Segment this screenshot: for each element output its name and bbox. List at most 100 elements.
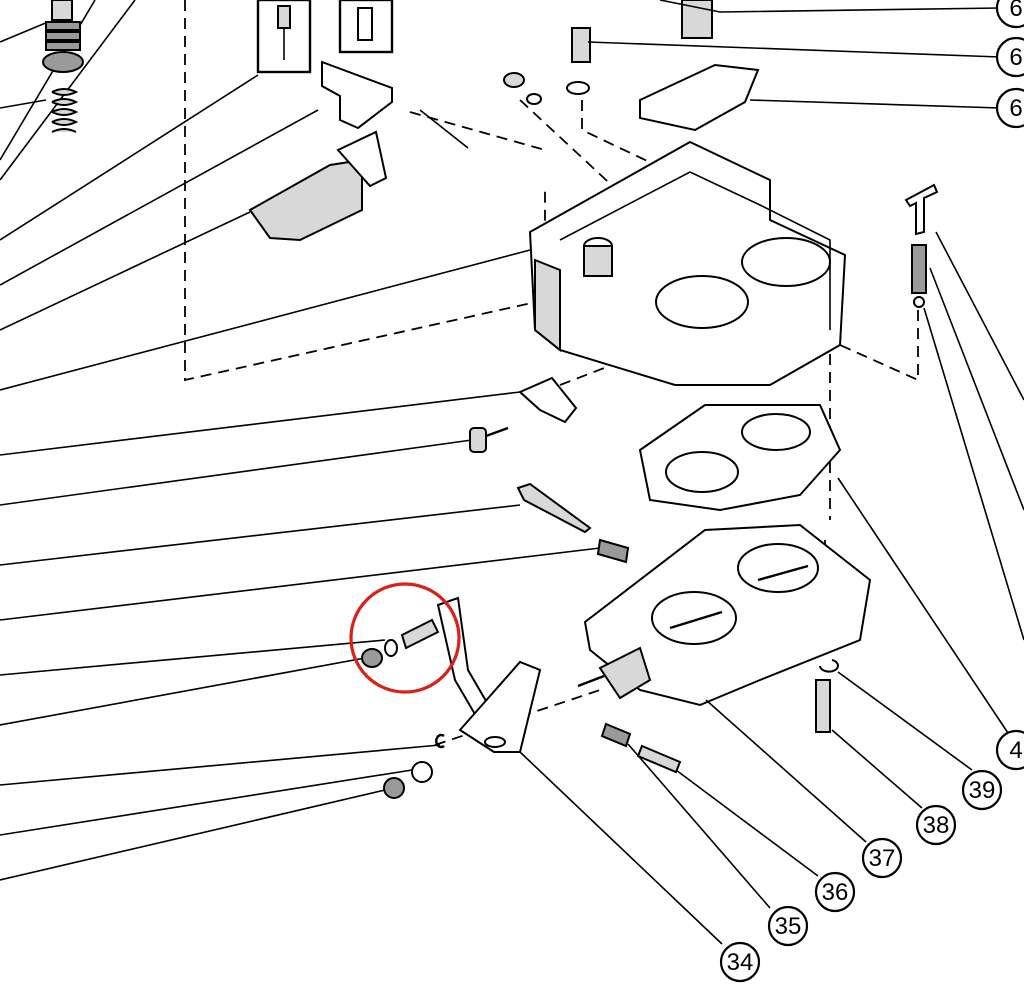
choke-lever [336,130,388,188]
callout-number: 36 [822,879,849,906]
throttle-shaft [577,674,605,688]
linkage-parts [469,376,630,564]
bore-left [655,275,749,329]
e-clip [435,733,445,749]
part-box-left [256,0,312,74]
right-side-parts [815,183,939,733]
needle-spring [596,538,630,564]
t-pin [904,183,939,236]
choke-parts [248,60,469,242]
leader-line [0,74,259,241]
callout-number: 6 [1009,44,1022,71]
callout-38: 38 [915,804,957,846]
callout-number: 35 [775,913,802,940]
leader-line [923,307,1024,641]
throttle-body [577,523,872,707]
guide-cam [559,364,613,386]
fast-idle-cam [518,376,578,424]
leader-line [0,547,601,621]
small-spring [51,88,79,133]
callout-circle [861,837,903,879]
carburetor-main-body [528,140,847,386]
callout-36: 36 [814,871,856,913]
callout-37: 37 [861,837,903,879]
leader-line [659,0,1001,13]
callout-34: 34 [719,941,761,983]
callout-4: 4 [995,729,1024,771]
mixture-needle [516,482,592,534]
vent-tube-body [583,245,613,277]
leader-line [935,231,1024,401]
leader-line [0,439,473,506]
bore-right [741,237,831,287]
guide-screw [434,689,601,746]
spring-coil [45,21,81,51]
callout-circle [767,905,809,947]
leader-line [0,789,386,881]
leader-line [705,699,867,843]
left-leader-lines [0,0,601,881]
callout-39: 39 [961,769,1003,811]
long-bolt [815,679,831,733]
top-jets [503,0,760,132]
leader-line [0,109,319,286]
leader-line [837,477,1011,737]
leader-line [929,267,1024,511]
jet-plug [571,27,591,63]
leader-line [0,99,47,109]
top-cylinder [681,0,713,39]
lever-bracket [458,660,542,753]
bracket-slot [484,736,506,748]
right-ball [913,296,925,308]
jet-small [503,72,525,88]
callout-number: 6 [1009,0,1022,22]
throttle-plate-right [757,564,809,582]
callout-labels: 6 6 6 4 39 38 37 36 35 34 [719,0,1024,983]
choke-bracket [321,60,393,130]
leader-line [675,769,819,877]
callout-circle [915,804,957,846]
leader-line [0,769,413,836]
body-side-shade [534,258,561,353]
leader-line [0,391,521,456]
callout-number: 6 [1009,95,1022,122]
c-clip [819,659,839,673]
idle-screw [636,744,682,774]
hex-nut [383,777,405,799]
callout-number: 38 [923,812,950,839]
callout-circle [814,871,856,913]
guide-choke [409,111,546,151]
callout-circle [961,769,1003,811]
guide-spring [839,310,919,382]
callout-number: 39 [969,777,996,804]
highlight-circle [349,582,461,694]
part-box-right [338,0,394,54]
body-rim [559,171,831,330]
leader-line [0,657,366,726]
leader-line [0,744,441,786]
leader-line [519,751,723,945]
callout-circle [995,729,1024,771]
callout-number: 37 [869,845,896,872]
guide-left-box [184,0,546,382]
leader-line [749,99,1001,109]
callout-leader-lines [519,0,1024,945]
guide-top-jets [519,99,691,259]
needle-body [51,0,73,21]
leader-line [831,729,923,809]
lever-washer [384,639,398,657]
spring-base [42,51,84,73]
pin-in-box [357,7,373,41]
needle-spring-assembly [42,0,84,133]
screw-in-box [277,5,291,29]
choke-pin [419,109,469,149]
thumb-screw-head [469,427,487,453]
callout-number: 34 [727,949,754,976]
throttle-plate-left [669,610,723,630]
jet-ring [526,93,542,105]
jet-washer [566,81,590,95]
choke-housing [248,158,363,242]
throttle-bore-left [651,591,737,645]
